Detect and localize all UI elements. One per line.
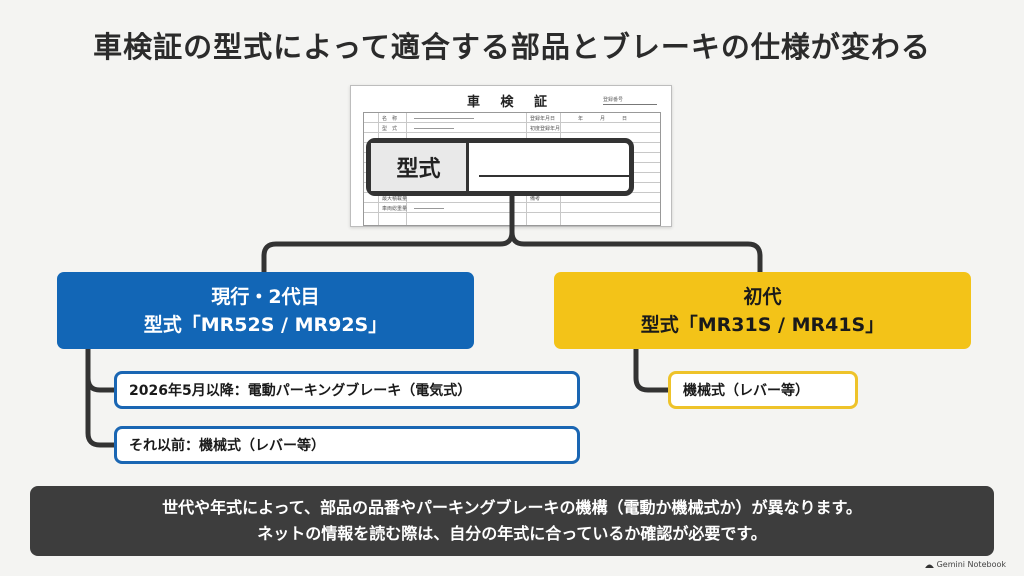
model-code-label: 型式 <box>371 143 469 191</box>
model-code-blank-line <box>479 175 629 177</box>
spec-electric-parking-brake: 2026年5月以降：電動パーキングブレーキ（電気式） <box>114 371 580 409</box>
connector-tree-main <box>261 196 515 272</box>
first-generation-title: 初代 <box>743 285 782 308</box>
notebook-logo-icon <box>924 564 934 568</box>
model-code-box: 型式 <box>366 138 634 196</box>
connector-first <box>633 349 668 393</box>
caution-note: 世代や年式によって、部品の品番やパーキングブレーキの機構（電動か機械式か）が異な… <box>30 486 994 556</box>
spec-first-mechanical: 機械式（レバー等） <box>668 371 858 409</box>
page-title: 車検証の型式によって適合する部品とブレーキの仕様が変わる <box>93 30 931 64</box>
connector-tree-right <box>509 231 763 272</box>
current-generation-box: 現行・2代目 型式「MR52S / MR92S」 <box>57 272 474 349</box>
credit: Gemini Notebook <box>924 560 1006 569</box>
registration-number-label: 登録番号 <box>603 96 657 105</box>
document-heading: 車 検 証 <box>466 95 556 110</box>
caution-note-line-2: ネットの情報を読む際は、自分の年式に合っているか確認が必要です。 <box>257 524 767 543</box>
connector-current-epb <box>85 349 114 393</box>
connector-current-before <box>85 378 114 448</box>
first-generation-model: 型式「MR31S / MR41S」 <box>640 313 885 336</box>
caution-note-line-1: 世代や年式によって、部品の品番やパーキングブレーキの機構（電動か機械式か）が異な… <box>162 498 862 517</box>
spec-mechanical-before: それ以前：機械式（レバー等） <box>114 426 580 464</box>
current-generation-title: 現行・2代目 <box>211 285 320 308</box>
first-generation-box: 初代 型式「MR31S / MR41S」 <box>554 272 971 349</box>
current-generation-model: 型式「MR52S / MR92S」 <box>143 313 388 336</box>
credit-label: Gemini Notebook <box>936 560 1006 569</box>
